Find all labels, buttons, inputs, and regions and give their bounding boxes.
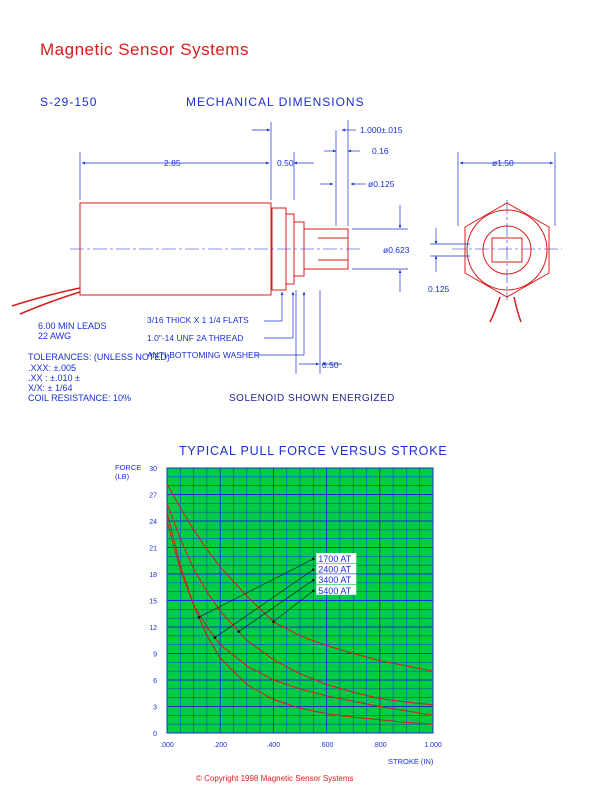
end-plunger: [491, 237, 523, 263]
y-tick-label: 30: [149, 466, 157, 473]
dim-0125-dia: ø0.125: [368, 179, 395, 189]
tolerance-xx: .XX : ±.010 ±: [28, 373, 80, 383]
dim-150-dia: ø1.50: [492, 158, 514, 168]
dim-0125: 0.125: [428, 284, 450, 294]
tolerance-xxx: .XXX: ±.005: [28, 363, 76, 373]
plot-frame: [166, 467, 434, 734]
y-tick-label: 21: [149, 546, 157, 553]
coil-resistance: COIL RESISTANCE: 10%: [28, 393, 132, 403]
leads-gauge: 22 AWG: [38, 331, 72, 341]
end-inner-circle: [482, 225, 532, 275]
leader-line: [214, 569, 314, 638]
leader-line: [273, 590, 314, 622]
x-tick-label: .800: [373, 742, 387, 749]
legend-label-bg: [316, 552, 357, 563]
y-tick-label: 24: [149, 519, 157, 526]
legend-label: 3400 AT: [318, 575, 351, 585]
tolerance-fraction: X/X: ± 1/64: [28, 383, 73, 393]
energized-note: SOLENOID SHOWN ENERGIZED: [229, 393, 395, 404]
legend-label-bg: [316, 563, 357, 574]
leader-dot: [312, 568, 315, 571]
drawing-title: MECHANICAL DIMENSIONS: [186, 95, 365, 109]
leader-dot: [272, 620, 275, 623]
callout-thread: 1.0"-14 UNF 2A THREAD: [147, 333, 244, 343]
y-axis-label-line1: FORCE: [115, 463, 142, 472]
y-tick-label: 27: [149, 493, 157, 500]
legend-label-bg: [316, 584, 357, 595]
tolerance-heading: TOLERANCES: (UNLESS NOTED): [28, 352, 170, 362]
dim-length-285: 2.85: [164, 158, 181, 168]
leader-dot: [213, 636, 217, 639]
pull-force-chart: 0 3 6 9 12 15 18 21 24 27 30 .000 .200 .400 .600 .800 1.…: [149, 466, 442, 749]
legend-label: 5400 AT: [318, 586, 351, 596]
brand-title: Magnetic Sensor Systems: [40, 40, 249, 59]
dim-0623-dia: ø0.623: [383, 245, 410, 255]
leader-dot: [312, 578, 315, 582]
part-number: S-29-150: [40, 95, 98, 109]
y-tick-label: 9: [153, 652, 157, 659]
x-tick-label: .000: [160, 742, 174, 749]
x-tick-label: 1.000: [424, 742, 442, 749]
leader-dot: [237, 630, 241, 633]
x-axis-label: STROKE (IN): [388, 757, 434, 766]
dim-050-top: 0.50: [277, 158, 294, 168]
x-tick-label: .400: [267, 742, 281, 749]
end-lead-wires: [489, 296, 522, 323]
y-tick-label: 3: [153, 705, 157, 712]
y-tick-label: 6: [153, 678, 157, 685]
legend-label-bg: [316, 574, 357, 585]
callout-flats: 3/16 THICK X 1 1/4 FLATS: [147, 315, 249, 325]
leader-dot: [312, 589, 315, 593]
callout-washer: ANTI-BOTTOMING WASHER: [147, 350, 260, 360]
plunger-slot: [318, 237, 348, 261]
series-line-3400-at: [166, 503, 434, 706]
y-axis-label-line2: (LB): [115, 472, 130, 481]
end-outer-circle: [466, 209, 548, 291]
end-hex: [464, 202, 550, 298]
chart-title: TYPICAL PULL FORCE VERSUS STROKE: [179, 444, 448, 458]
y-tick-label: 18: [149, 572, 157, 579]
dimension-lines: [79, 120, 556, 374]
dim-050-bottom: 0.50: [322, 360, 339, 370]
dim-016: 0.16: [372, 146, 389, 156]
leads-length: 6.00 MIN LEADS: [38, 321, 107, 331]
leader-dot: [197, 615, 201, 619]
solenoid-side-view: [11, 202, 349, 315]
series-line-2400-at: [166, 520, 434, 716]
y-tick-label: 0: [153, 731, 157, 738]
dim-1000: 1.000±.015: [360, 125, 403, 135]
solenoid-end-view: [464, 202, 550, 323]
leader-line: [198, 558, 314, 618]
leader-line: [238, 579, 314, 632]
legend-label: 2400 AT: [318, 565, 351, 575]
y-tick-label: 12: [149, 625, 157, 632]
legend-label: 1700 AT: [318, 554, 351, 564]
copyright: © Copyright 1998 Magnetic Sensor Systems: [196, 774, 354, 783]
leader-dot: [312, 557, 315, 561]
x-tick-label: .600: [320, 742, 334, 749]
x-tick-label: .200: [213, 742, 227, 749]
y-tick-label: 15: [149, 599, 157, 606]
lead-wires: [11, 287, 81, 315]
